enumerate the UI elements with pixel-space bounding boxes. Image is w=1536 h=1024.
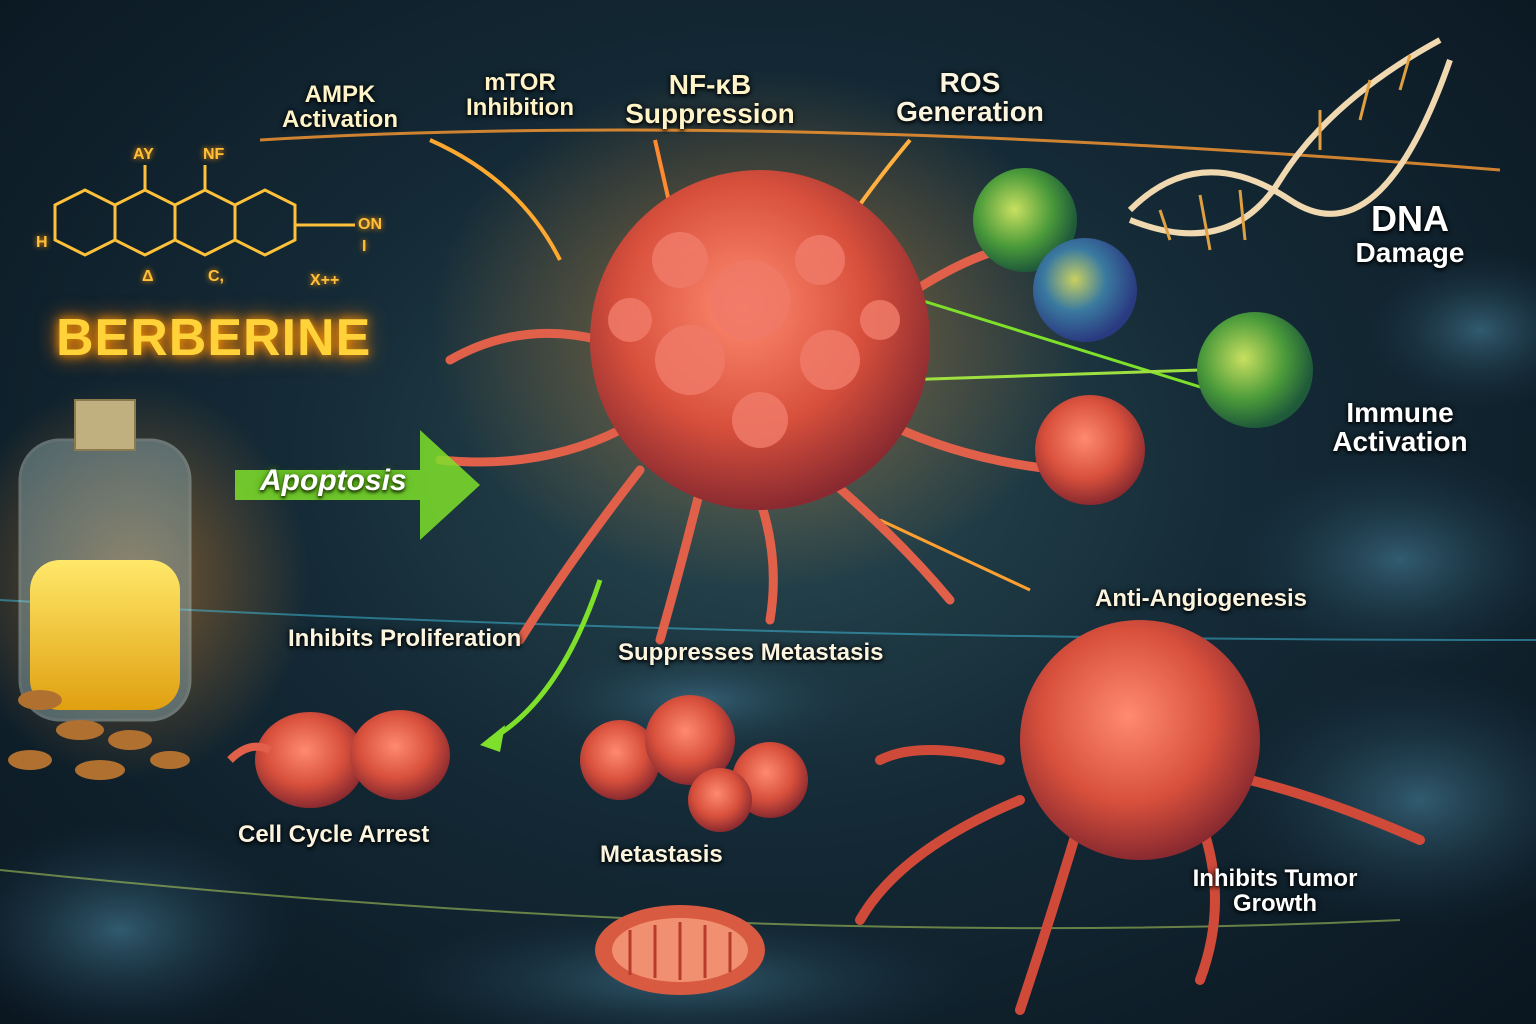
effect-inhibits-proliferation: Inhibits Proliferation bbox=[288, 625, 522, 652]
effect-dna-damage: DNA Damage bbox=[1300, 200, 1520, 267]
effect-cell-cycle-arrest: Cell Cycle Arrest bbox=[238, 821, 430, 848]
pathway-name: ROS bbox=[939, 67, 1001, 98]
atom-label: NF bbox=[203, 146, 225, 163]
effect-line: Activation bbox=[1332, 426, 1468, 458]
pathway-name: NF-κB bbox=[668, 69, 752, 100]
berberine-title: BERBERINE bbox=[56, 309, 372, 367]
pathway-name: AMPK bbox=[304, 81, 376, 108]
atom-label: C, bbox=[208, 268, 224, 285]
atom-label: I bbox=[362, 238, 367, 255]
atom-label: AY bbox=[133, 146, 154, 163]
atom-label: H bbox=[36, 234, 48, 251]
pathway-action: Activation bbox=[281, 106, 398, 134]
effect-apoptosis: Apoptosis bbox=[260, 464, 407, 497]
effect-line: DNA bbox=[1371, 198, 1449, 239]
pathway-ampk: AMPK Activation bbox=[265, 81, 415, 134]
effect-inhibits-tumor-growth: Inhibits Tumor Growth bbox=[1150, 865, 1400, 918]
pathway-ros: ROS Generation bbox=[880, 68, 1060, 127]
effect-line: Damage bbox=[1355, 236, 1465, 268]
pathway-action: Generation bbox=[896, 96, 1044, 128]
effect-immune-activation: Immune Activation bbox=[1300, 398, 1500, 457]
effect-line: Immune bbox=[1346, 397, 1454, 428]
atom-label: ON bbox=[358, 216, 382, 233]
pathway-action: Suppression bbox=[625, 98, 795, 130]
effect-line: Growth bbox=[1233, 890, 1317, 918]
pathway-action: Inhibition bbox=[466, 94, 574, 122]
effect-anti-angiogenesis: Anti-Angiogenesis bbox=[1095, 585, 1308, 612]
pathway-name: mTOR bbox=[484, 69, 556, 96]
effect-metastasis: Metastasis bbox=[600, 841, 723, 868]
pathway-nfkb: NF-κB Suppression bbox=[610, 70, 810, 129]
atom-label: Δ bbox=[142, 268, 154, 285]
pathway-mtor: mTOR Inhibition bbox=[445, 69, 595, 122]
effect-line: Inhibits Tumor bbox=[1192, 865, 1358, 892]
atom-label: X++ bbox=[310, 272, 340, 289]
effect-suppresses-metastasis: Suppresses Metastasis bbox=[618, 639, 884, 666]
